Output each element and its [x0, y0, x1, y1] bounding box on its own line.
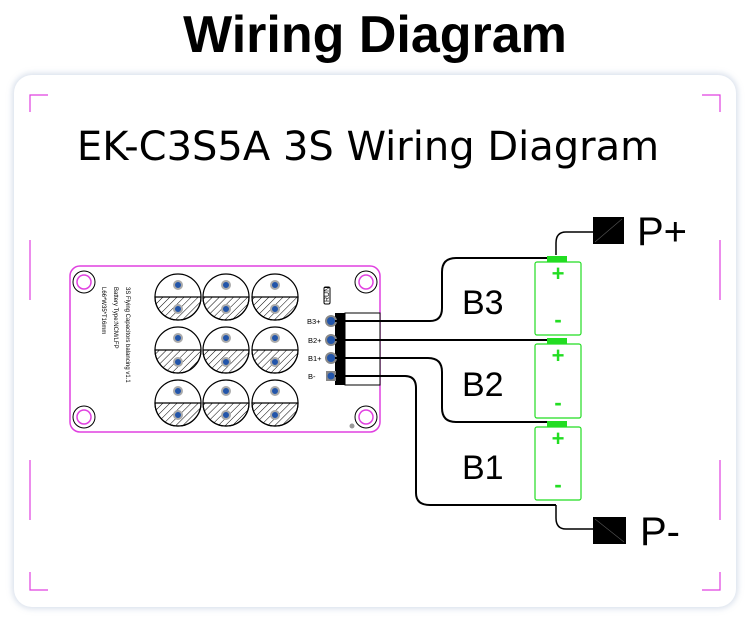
mounting-holes: [72, 270, 378, 429]
svg-text:3S Flying Capacitors balancing: 3S Flying Capacitors balancing v1.1: [124, 287, 130, 383]
capacitor: [154, 379, 202, 427]
capacitor: [251, 326, 299, 374]
cell-label: B1: [462, 449, 504, 487]
capacitor: [202, 326, 250, 374]
battery-cell: + - B2: [462, 338, 582, 419]
cell-plus-label: +: [552, 426, 565, 451]
pin-labels: B3+ B2+ B1+ B-: [307, 317, 322, 381]
cell-minus-label: -: [554, 390, 561, 415]
capacitor: [202, 379, 250, 427]
svg-text:Battery Type:NCM/LFP: Battery Type:NCM/LFP: [112, 287, 118, 349]
cell-plus-label: +: [552, 343, 565, 368]
svg-text:P-: P-: [640, 510, 680, 554]
battery-cells: + - B3 + - B2 + - B1: [462, 256, 582, 501]
run-label: RUN: [324, 287, 331, 302]
frame-corner-marks: [29, 94, 721, 591]
svg-text:B3+: B3+: [307, 317, 321, 326]
balancer-board: 3S Flying Capacitors balancing v1.1 Batt…: [69, 265, 381, 433]
cell-label: B3: [462, 284, 504, 322]
battery-cell: + - B1: [462, 421, 582, 501]
svg-text:B2+: B2+: [308, 336, 322, 345]
capacitor: [202, 273, 250, 321]
silkscreen: 3S Flying Capacitors balancing v1.1 Batt…: [100, 287, 130, 383]
capacitor: [251, 273, 299, 321]
capacitor-grid: [154, 273, 299, 427]
wires: [335, 231, 595, 530]
cell-minus-label: -: [554, 307, 561, 332]
connector-block: [335, 313, 345, 385]
diagram-subtitle: EK-C3S5A 3S Wiring Diagram: [77, 124, 659, 170]
svg-text:P+: P+: [637, 210, 687, 254]
page-title: Wiring Diagram: [183, 6, 567, 64]
cell-minus-label: -: [554, 472, 561, 497]
capacitor: [154, 273, 202, 321]
terminal-positive: P+: [593, 210, 687, 254]
svg-text:L66*W35*T16mm: L66*W35*T16mm: [100, 287, 106, 334]
cell-label: B2: [462, 366, 504, 404]
cell-plus-label: +: [552, 261, 565, 286]
svg-text:B1+: B1+: [308, 354, 322, 363]
svg-text:B-: B-: [308, 372, 316, 381]
battery-cell: + - B3: [462, 256, 582, 336]
capacitor: [251, 379, 299, 427]
capacitor: [154, 326, 202, 374]
terminal-negative: P-: [593, 510, 680, 554]
